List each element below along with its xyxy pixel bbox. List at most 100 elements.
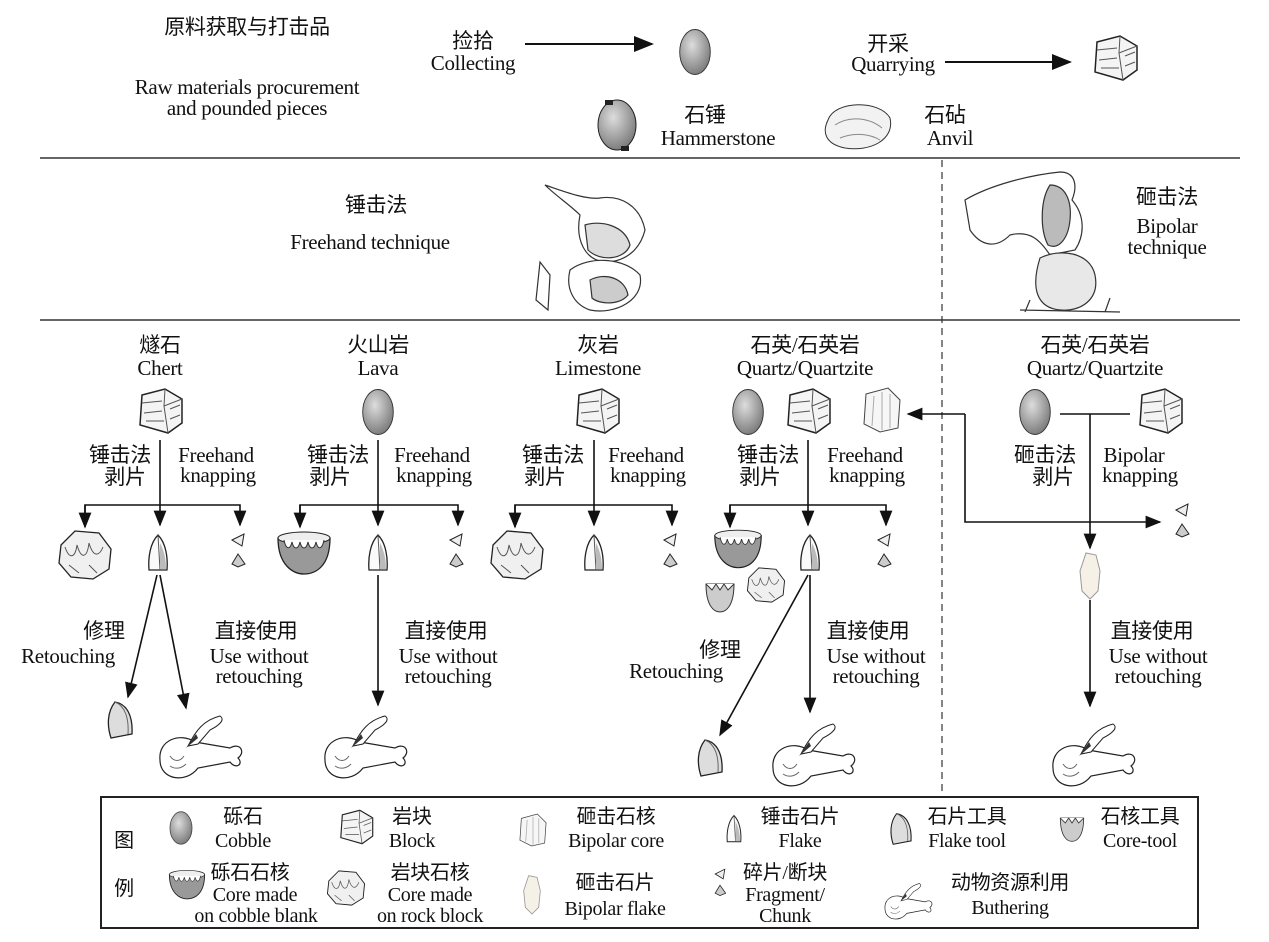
legend-block-core-en: Core made (387, 884, 473, 906)
legend-butchering-en: Buthering (971, 897, 1049, 919)
column-header-limestone-en: Limestone (555, 356, 641, 380)
flake-icon (148, 534, 168, 571)
knapping-label-cn: 剥片 (309, 465, 351, 489)
knapping-label-en: Freehand (608, 443, 684, 467)
use-label-cn: 直接使用 (826, 619, 910, 643)
knapping-label-cn: 锤击法 (306, 443, 370, 467)
legend-flake-tool-cn: 石片工具 (927, 806, 1007, 828)
use-label-en: retouching (1114, 664, 1202, 688)
legend-cobble-core-en: on cobble blank (194, 905, 318, 927)
flake-tool-icon (107, 701, 133, 739)
use-label-en: Use without (1108, 644, 1208, 668)
flake-tool-icon (697, 739, 723, 777)
cobble-icon (1019, 389, 1051, 435)
bipolar-technique-illustration (964, 171, 1121, 313)
legend-bipolar-core-en: Bipolar core (568, 830, 664, 852)
legend-core-tool-icon (1059, 817, 1085, 842)
knapping-label-en: Freehand (178, 443, 254, 467)
legend-cobble-en: Cobble (215, 830, 271, 852)
legend-cobble-core-cn: 砾石石核 (210, 862, 290, 884)
cobble-core-icon (277, 531, 331, 575)
collecting-label-cn: 捡拾 (452, 29, 494, 53)
legend-fragment-en: Chunk (759, 905, 811, 927)
knapping-label-cn: 锤击法 (88, 443, 152, 467)
knapping-label-cn: 剥片 (739, 465, 781, 489)
legend-butchering-cn: 动物资源利用 (950, 872, 1070, 894)
bipolar-core-icon (863, 387, 901, 433)
retouching-label-en: Retouching (21, 644, 115, 668)
fragment-icon (663, 533, 678, 568)
core-tool-icon (705, 583, 735, 613)
section-title-en: and pounded pieces (166, 96, 328, 120)
bipolar-knapping-label-en: Bipolar (1103, 443, 1165, 467)
anvil-label-cn: 石砧 (924, 103, 966, 127)
column-header-quartz-bipolar-en: Quartz/Quartzite (1026, 356, 1164, 380)
column-header-quartz-bipolar-cn: 石英/石英岩 (1040, 333, 1150, 357)
knapping-label-en: Freehand (827, 443, 903, 467)
use-label-en: Use without (398, 644, 498, 668)
block-icon (1094, 35, 1138, 81)
cobble-icon (732, 389, 764, 435)
bipolar-flake-icon (1079, 552, 1101, 600)
use-label-cn: 直接使用 (1110, 619, 1194, 643)
legend-bipolar-core-icon (519, 813, 547, 847)
legend-bipolar-core-cn: 砸击石核 (576, 806, 656, 828)
bipolar-technique-en: Bipolar (1136, 214, 1198, 238)
bipolar-knapping-label-cn: 砸击法 (1013, 443, 1077, 467)
legend-bipolar-flake-cn: 砸击石片 (575, 872, 655, 894)
flake-icon (584, 534, 604, 571)
legend-title: 例 (114, 878, 134, 900)
fragment-icon (231, 533, 246, 568)
cobble-icon (679, 29, 711, 75)
freehand-technique-illustration (535, 184, 646, 312)
fragment-icon (449, 533, 464, 568)
column-header-lava-cn: 火山岩 (346, 333, 410, 357)
legend-fragment-cn: 碎片/断块 (742, 862, 828, 884)
column-header-chert-cn: 燧石 (139, 333, 181, 357)
legend-block-cn: 岩块 (392, 806, 432, 828)
retouching-label-en: Retouching (629, 659, 723, 683)
use-label-en: Use without (209, 644, 309, 668)
legend-block-icon (340, 809, 374, 845)
column-header-chert-en: Chert (137, 356, 183, 380)
bipolar-technique-cn: 砸击法 (1135, 185, 1199, 209)
knapping-label-en: knapping (610, 463, 686, 487)
hammerstone-icon (597, 99, 637, 151)
use-label-en: Use without (826, 644, 926, 668)
quarrying-label-en: Quarrying (851, 52, 935, 76)
legend-cobble-core-en: Core made (212, 884, 298, 906)
butchering-icon (324, 715, 408, 779)
freehand-technique-en: Freehand technique (290, 230, 450, 254)
cobble-icon (362, 389, 394, 435)
legend-cobble-cn: 砾石 (223, 806, 263, 828)
butchering-icon (1052, 723, 1136, 787)
knapping-label-en: knapping (396, 463, 472, 487)
legend-block-core-icon (326, 870, 366, 906)
butchering-icon (159, 715, 243, 779)
section-title-en: Raw materials procurement (134, 75, 360, 99)
flake-icon (368, 534, 388, 571)
legend-box (100, 796, 1199, 929)
legend-fragment-en: Fragment/ (745, 884, 825, 906)
knapping-label-cn: 剥片 (524, 465, 566, 489)
block-core-icon (58, 530, 112, 580)
butchering-icon (772, 723, 856, 787)
use-label-en: retouching (832, 664, 920, 688)
cobble-core-icon (714, 529, 762, 569)
flake-icon (800, 534, 820, 571)
section-title-cn: 原料获取与打击品 (164, 15, 330, 39)
block-icon (787, 388, 831, 434)
knapping-label-en: knapping (829, 463, 905, 487)
legend-core-tool-en: Core-tool (1103, 830, 1177, 852)
block-core-icon (746, 567, 786, 603)
legend-cobble-icon (169, 811, 193, 845)
bipolar-knapping-label-cn: 剥片 (1032, 465, 1074, 489)
legend-core-tool-cn: 石核工具 (1100, 806, 1180, 828)
use-label-en: retouching (404, 664, 492, 688)
legend-title: 图 (114, 830, 134, 852)
block-icon (576, 388, 620, 434)
legend-block-en: Block (388, 830, 436, 852)
legend-flake-cn: 锤击石片 (760, 806, 840, 828)
